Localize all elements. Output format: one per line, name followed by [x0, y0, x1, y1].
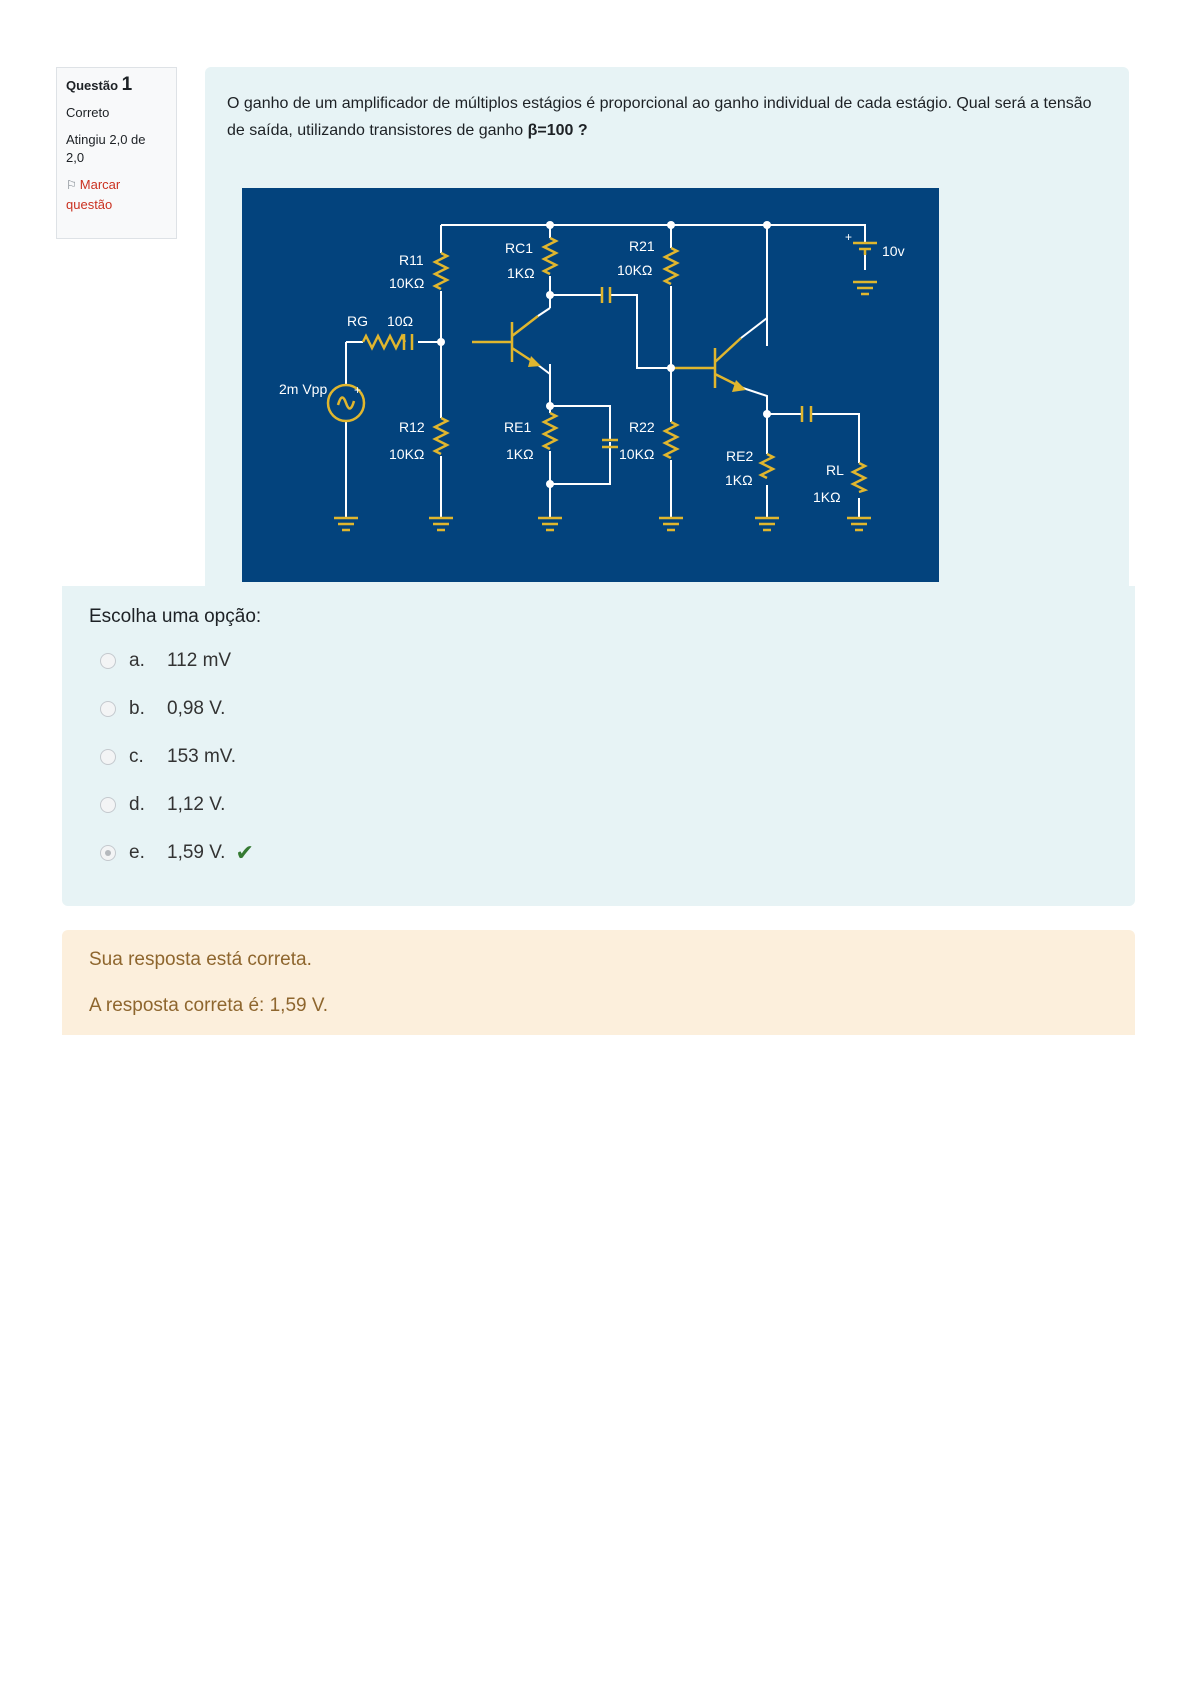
label-r21-value: 10KΩ: [617, 262, 652, 278]
label-battery-plus: +: [845, 230, 852, 244]
label-re1: RE1: [504, 419, 531, 435]
option-b-text: 0,98 V.: [167, 698, 226, 719]
label-r21: R21: [629, 238, 655, 254]
label-rg: RG: [347, 313, 368, 329]
option-b[interactable]: b. 0,98 V.: [100, 695, 225, 723]
question-number-value: 1: [121, 74, 133, 95]
circuit-labels: R11 10KΩ RC1 1KΩ R21 10KΩ 10v RG 10Ω 2m …: [279, 230, 905, 505]
option-e-letter: e.: [129, 842, 145, 863]
feedback-message: Sua resposta está correta.: [89, 949, 312, 970]
circuit-diagram: R11 10KΩ RC1 1KΩ R21 10KΩ 10v RG 10Ω 2m …: [242, 188, 939, 582]
label-r12-value: 10KΩ: [389, 446, 424, 462]
transistor-q2: [671, 337, 744, 390]
question-state: Correto: [66, 105, 110, 120]
resistor-rg: [361, 333, 407, 351]
option-a-text: 112 mV: [167, 650, 232, 671]
option-c-text: 153 mV.: [167, 746, 237, 767]
ground-symbols: [334, 280, 877, 532]
circuit-background: [242, 188, 939, 582]
question-info-panel: Questão 1 Correto Atingiu 2,0 de 2,0 ⚐Ma…: [56, 67, 177, 239]
flag-label: Marcar questão: [66, 177, 121, 212]
radio-e[interactable]: [100, 845, 116, 861]
option-c[interactable]: c. 153 mV.: [100, 743, 236, 771]
capacitor-bypass: [602, 438, 618, 449]
label-source-plus: +: [354, 383, 361, 397]
answer-prompt: Escolha uma opção:: [89, 606, 262, 627]
resistor-rc1: [541, 236, 559, 276]
label-vcc: 10v: [882, 243, 905, 259]
source-circle: [326, 383, 366, 423]
feedback-panel: [62, 930, 1135, 1035]
label-rg-value: 10Ω: [387, 313, 413, 329]
transistor-q1: [472, 315, 539, 367]
junction-dots: [437, 221, 771, 488]
label-source: 2m Vpp: [279, 381, 327, 397]
label-re2-value: 1KΩ: [725, 472, 753, 488]
label-r12: R12: [399, 419, 425, 435]
question-text-body: O ganho de um amplificador de múltiplos …: [227, 95, 1092, 139]
option-e[interactable]: e. 1,59 V. ✔: [100, 839, 254, 867]
resistor-r21: [662, 246, 680, 286]
question-grade: Atingiu 2,0 de 2,0: [66, 132, 146, 165]
option-d[interactable]: d. 1,12 V.: [100, 791, 225, 819]
radio-b[interactable]: [100, 701, 116, 717]
option-a[interactable]: a. 112 mV: [100, 647, 231, 675]
resistor-re1: [541, 411, 559, 451]
q2-emitter-arrow: [732, 380, 746, 392]
circuit-leads: [537, 307, 768, 413]
battery-vcc: [853, 241, 877, 255]
source-wave: [336, 396, 356, 410]
label-r11: R11: [399, 252, 424, 268]
question-text-bold: β=100 ?: [527, 122, 588, 139]
circuit-components: [326, 236, 877, 494]
correct-answer-message: A resposta correta é: 1,59 V.: [89, 995, 329, 1016]
resistor-r22: [662, 420, 680, 460]
resistor-r12: [432, 416, 450, 456]
flag-icon: ⚐: [66, 178, 77, 192]
question-label: Questão: [66, 78, 119, 93]
label-rc1-value: 1KΩ: [507, 265, 535, 281]
flag-question-link[interactable]: ⚐Marcar questão: [66, 175, 167, 215]
radio-c[interactable]: [100, 749, 116, 765]
label-re1-value: 1KΩ: [506, 446, 534, 462]
resistor-r11: [432, 251, 450, 291]
label-r22-value: 10KΩ: [619, 446, 654, 462]
option-c-letter: c.: [129, 746, 144, 767]
capacitor-output: [800, 406, 813, 422]
label-rl-value: 1KΩ: [813, 489, 841, 505]
capacitor-coupling: [600, 287, 612, 303]
option-a-letter: a.: [129, 650, 145, 671]
option-d-text: 1,12 V.: [167, 794, 226, 815]
label-re2: RE2: [726, 448, 753, 464]
resistor-rl: [850, 461, 869, 494]
option-e-text: 1,59 V.: [167, 842, 226, 863]
question-number: Questão 1: [66, 74, 167, 95]
label-r11-value: 10KΩ: [389, 275, 424, 291]
resistor-re2: [758, 452, 776, 480]
q1-emitter-arrow: [528, 356, 541, 367]
label-rl: RL: [826, 462, 844, 478]
capacitor-input: [402, 334, 414, 350]
check-icon: ✔: [235, 840, 254, 865]
radio-d[interactable]: [100, 797, 116, 813]
option-d-letter: d.: [129, 794, 145, 815]
label-r22: R22: [629, 419, 655, 435]
option-b-letter: b.: [129, 698, 145, 719]
question-text: O ganho de um amplificador de múltiplos …: [227, 90, 1097, 144]
answers-panel: [62, 586, 1135, 906]
label-rc1: RC1: [505, 240, 533, 256]
radio-a[interactable]: [100, 653, 116, 669]
